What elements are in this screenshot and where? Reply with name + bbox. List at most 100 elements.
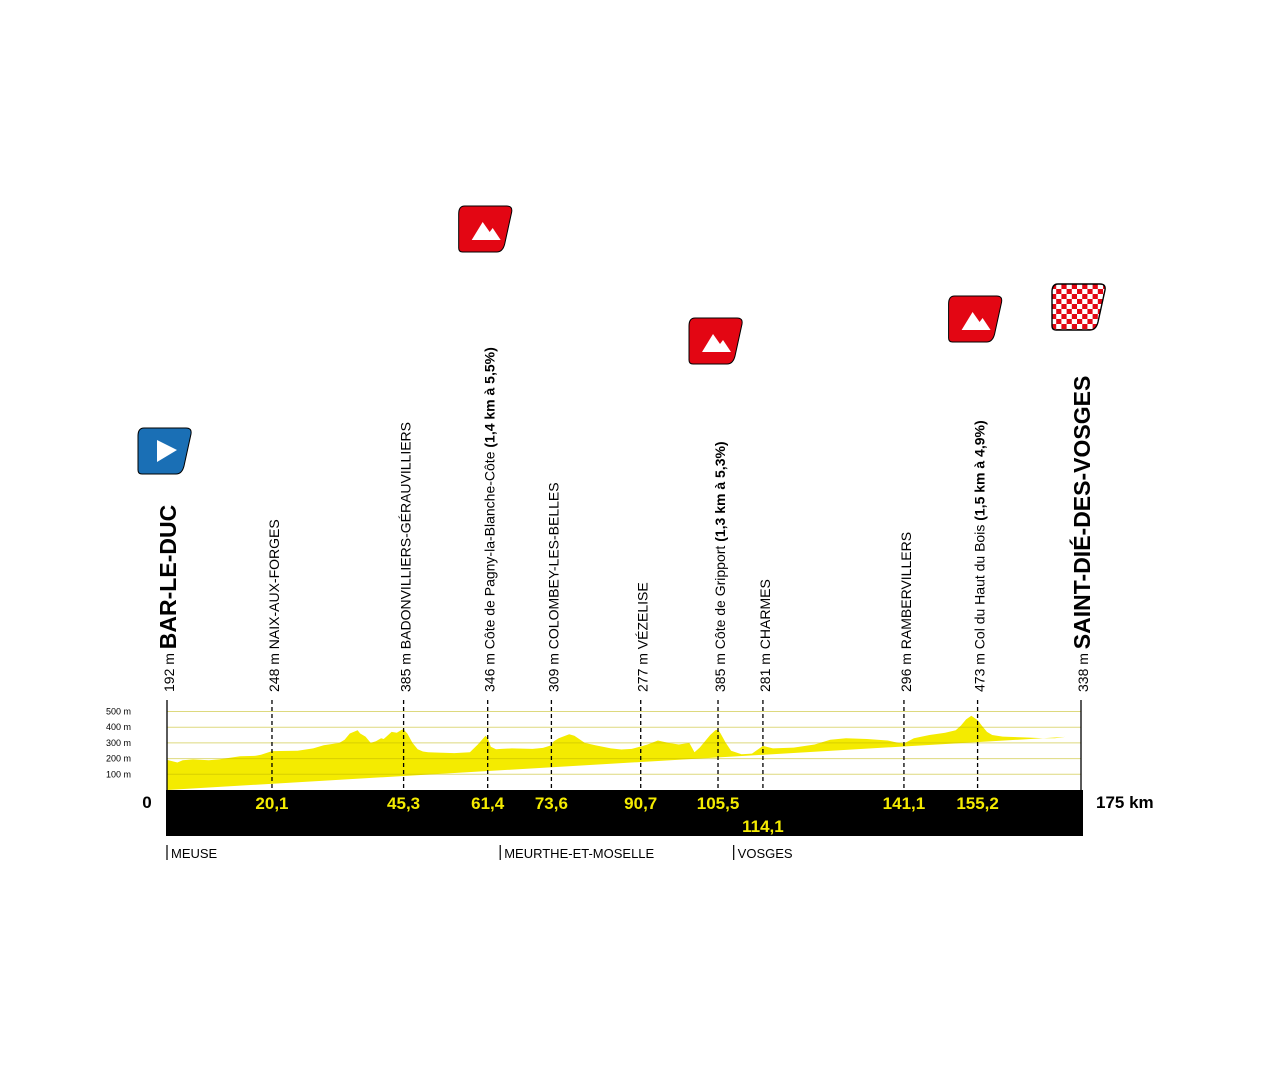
km-marker-label: 155,2	[956, 794, 999, 813]
waypoint-altitude: 248 m	[266, 649, 282, 692]
finish-flag-check	[1092, 284, 1098, 289]
climb-detail: (1,5 km à 4,9%)	[972, 420, 988, 524]
finish-flag-check	[1066, 309, 1072, 314]
finish-flag-check	[1061, 294, 1067, 299]
waypoint-altitude: 277 m	[635, 649, 651, 692]
waypoint-label: 277 m VÉZELISE	[635, 582, 651, 692]
climb-flag	[688, 317, 743, 365]
finish-flag-check	[1077, 289, 1083, 294]
mountain-icon	[961, 312, 991, 330]
finish-flag-check	[1052, 324, 1057, 329]
waypoint-altitude: 281 m	[757, 649, 773, 692]
distance-band	[166, 790, 1083, 836]
km-marker-label: 114,1	[742, 817, 784, 836]
altitude-tick-label: 100 m	[106, 769, 131, 779]
waypoint-name: BADONVILLIERS-GÉRAUVILLIERS	[398, 422, 414, 649]
finish-flag-check	[1092, 294, 1098, 299]
finish-flag-check	[1066, 289, 1072, 294]
km-marker-label: 20,1	[255, 794, 288, 813]
waypoint-label: 281 m CHARMES	[757, 579, 773, 692]
waypoint-altitude: 192 m	[161, 649, 177, 692]
km-marker-label: 45,3	[387, 794, 420, 813]
waypoint-altitude: 338 m	[1075, 649, 1091, 692]
waypoint-altitude: 385 m	[398, 649, 414, 692]
waypoint-label: 346 m Côte de Pagny-la-Blanche-Côte (1,4…	[482, 347, 498, 692]
km-marker-label: 141,1	[883, 794, 926, 813]
finish-flag-outline	[1051, 283, 1106, 331]
waypoint-name: Col du Haut du Bois	[972, 525, 988, 650]
elevation-profile	[167, 711, 1081, 790]
mountain-icon	[702, 334, 732, 352]
finish-flag-check	[1077, 299, 1083, 304]
waypoint-altitude: 309 m	[545, 649, 561, 692]
finish-flag-check	[1092, 304, 1098, 309]
finish-flag-check	[1097, 289, 1103, 294]
waypoint-label: 338 m SAINT-DIÉ-DES-VOSGES	[1068, 376, 1095, 692]
axis-labels: 0 175 km	[142, 793, 1153, 812]
finish-flag-check	[1082, 284, 1088, 289]
finish-flag-check	[1056, 299, 1062, 304]
km-marker-label: 90,7	[624, 794, 657, 813]
finish-flag-check	[1082, 324, 1088, 329]
finish-flag-checks	[1052, 284, 1106, 330]
finish-flag-check	[1052, 284, 1057, 289]
waypoint-label: 473 m Col du Haut du Bois (1,5 km à 4,9%…	[972, 420, 988, 692]
play-icon	[157, 440, 177, 462]
waypoint-label: 385 m BADONVILLIERS-GÉRAUVILLIERS	[398, 422, 414, 692]
finish-flag-check	[1103, 304, 1106, 309]
finish-flag-check	[1052, 304, 1057, 309]
finish-flag-check	[1071, 294, 1077, 299]
finish-flag-check	[1066, 319, 1072, 324]
distance-band-bar	[166, 790, 1083, 836]
finish-flag-check	[1071, 304, 1077, 309]
finish-flag-check	[1082, 314, 1088, 319]
altitude-tick-label: 200 m	[106, 754, 131, 764]
altitude-tick-label: 400 m	[106, 722, 131, 732]
waypoint-label: 296 m RAMBERVILLERS	[898, 532, 914, 692]
waypoint-name: NAIX-AUX-FORGES	[266, 519, 282, 649]
flags	[137, 205, 1106, 475]
finish-flag-check	[1061, 324, 1067, 329]
end-distance-label: 175 km	[1096, 793, 1154, 812]
km-marker-label: 73,6	[535, 794, 568, 813]
finish-flag-check	[1103, 324, 1106, 329]
waypoint-label: 248 m NAIX-AUX-FORGES	[266, 519, 282, 692]
waypoint-altitude: 385 m	[712, 649, 728, 692]
waypoint-name: Côte de Gripport	[712, 546, 728, 650]
finish-flag-check	[1092, 314, 1098, 319]
km-marker-label: 105,5	[697, 794, 740, 813]
waypoint-name: CHARMES	[757, 579, 773, 649]
finish-flag-check	[1077, 309, 1083, 314]
finish-flag-check	[1103, 314, 1106, 319]
finish-flag-check	[1061, 284, 1067, 289]
waypoint-label: 192 m BAR-LE-DUC	[155, 505, 181, 692]
finish-flag-check	[1097, 329, 1103, 330]
finish-flag-check	[1052, 314, 1057, 319]
finish-flag-check	[1077, 319, 1083, 324]
finish-flag-check	[1071, 324, 1077, 329]
finish-flag-check	[1087, 289, 1093, 294]
altitude-guides: 100 m 200 m 300 m 400 m 500 m	[106, 707, 131, 780]
climb-flag	[948, 295, 1003, 343]
altitude-tick-label: 300 m	[106, 738, 131, 748]
start-distance-label: 0	[142, 793, 151, 812]
climb-detail: (1,3 km à 5,3%)	[712, 441, 728, 545]
finish-flag	[1051, 283, 1106, 331]
finish-flag-check	[1082, 304, 1088, 309]
climb-flag	[458, 205, 513, 253]
finish-flag-check	[1056, 309, 1062, 314]
km-marker-label: 61,4	[471, 794, 505, 813]
finish-flag-check	[1092, 324, 1098, 329]
finish-flag-check	[1066, 299, 1072, 304]
altitude-tick-label: 500 m	[106, 707, 131, 717]
finish-flag-check	[1087, 309, 1093, 314]
finish-flag-check	[1061, 314, 1067, 319]
mountain-icon	[471, 222, 501, 240]
waypoint-name: RAMBERVILLERS	[898, 532, 914, 649]
finish-flag-check	[1087, 299, 1093, 304]
finish-flag-check	[1071, 284, 1077, 289]
start-flag	[137, 427, 192, 475]
